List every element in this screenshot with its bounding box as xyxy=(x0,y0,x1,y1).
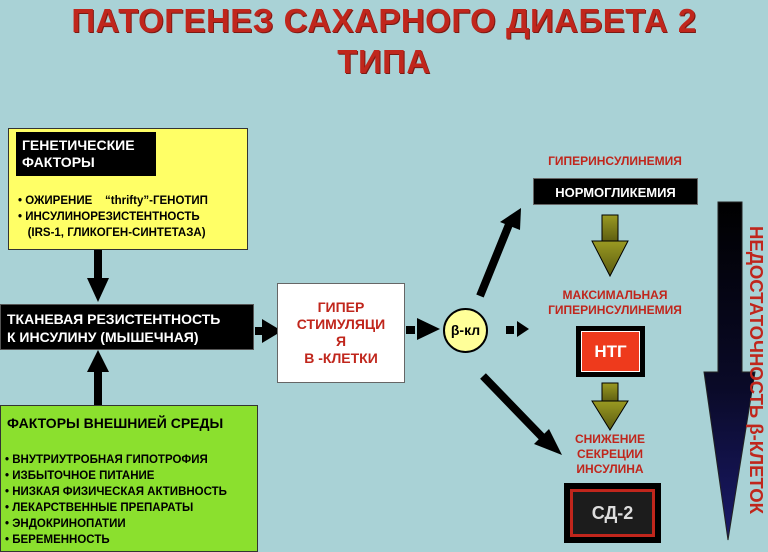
hyperstim-line3: Я xyxy=(335,333,347,349)
genetic-header-line1: ГЕНЕТИЧЕСКИЕ xyxy=(22,137,135,153)
arrow-tissue-to-hyperstim xyxy=(255,319,282,343)
beta-cell-failure-text: НЕДОСТАТОЧНОСТЬ β-КЛЕТОК xyxy=(746,226,767,514)
genetic-factors-list: • ОЖИРЕНИЕ “thrifty”-ГЕНОТИП • ИНСУЛИНОР… xyxy=(18,193,208,241)
genetic-factors-box: ГЕНЕТИЧЕСКИЕ ФАКТОРЫ • ОЖИРЕНИЕ “thrifty… xyxy=(8,128,248,250)
hyperstim-line4: В -КЛЕТКИ xyxy=(304,350,378,366)
list-item: • ИЗБЫТОЧНОЕ ПИТАНИЕ xyxy=(5,470,155,482)
list-item: • БЕРЕМЕННОСТЬ xyxy=(5,534,110,546)
list-item: • ВНУТРИУТРОБНАЯ ГИПОТРОФИЯ xyxy=(5,454,208,466)
hyperstim-line1: ГИПЕР xyxy=(317,299,365,315)
list-item: • ИНСУЛИНОРЕЗИСТЕНТНОСТЬ xyxy=(18,211,200,223)
list-item: • ЭНДОКРИНОПАТИИ xyxy=(5,518,126,530)
list-item: • ОЖИРЕНИЕ “thrifty”-ГЕНОТИП xyxy=(18,195,208,207)
ntg-label: НТГ xyxy=(594,342,627,361)
hyperstim-line2: СТИМУЛЯЦИ xyxy=(296,316,386,332)
list-item: • ЛЕКАРСТВЕННЫЕ ПРЕПАРАТЫ xyxy=(5,502,194,514)
environment-factors-box: ФАКТОРЫ ВНЕШНИЕЙ СРЕДЫ • ВНУТРИУТРОБНАЯ … xyxy=(0,405,258,552)
secretion-line3: ИНСУЛИНА xyxy=(576,462,644,476)
sd2-inner: СД-2 xyxy=(570,489,655,537)
max-hyperinsulinemia-label: МАКСИМАЛЬНАЯ ГИПЕРИНСУЛИНЕМИЯ xyxy=(530,288,700,318)
list-item: • НИЗКАЯ ФИЗИЧЕСКАЯ АКТИВНОСТЬ xyxy=(5,486,227,498)
max-hyper-line1: МАКСИМАЛЬНАЯ xyxy=(562,288,668,302)
sd2-box: СД-2 xyxy=(564,483,661,543)
environment-header: ФАКТОРЫ ВНЕШНИЕЙ СРЕДЫ xyxy=(7,415,224,431)
arrow-hyperstim-to-beta xyxy=(406,318,440,340)
environment-factors-list: • ВНУТРИУТРОБНАЯ ГИПОТРОФИЯ • ИЗБЫТОЧНОЕ… xyxy=(5,452,227,548)
arrow-environment-to-tissue xyxy=(87,350,109,406)
tissue-resistance-box: ТКАНЕВАЯ РЕЗИСТЕНТНОСТЬ К ИНСУЛИНУ (МЫШЕ… xyxy=(0,304,254,350)
secretion-decrease-label: СНИЖЕНИЕ СЕКРЕЦИИ ИНСУЛИНА xyxy=(547,432,673,477)
page-title-line2: ТИПА xyxy=(337,43,431,80)
hyperinsulinemia-label: ГИПЕРИНСУЛИНЕМИЯ xyxy=(548,154,682,168)
arrow-normoglycemia-to-max xyxy=(591,214,629,278)
normoglycemia-label: НОРМОГЛИКЕМИЯ xyxy=(555,185,676,200)
hyperstimulation-box: ГИПЕР СТИМУЛЯЦИ Я В -КЛЕТКИ xyxy=(277,283,405,383)
secretion-line2: СЕКРЕЦИИ xyxy=(576,447,644,461)
arrow-beta-to-secretion xyxy=(480,373,562,455)
arrow-beta-to-normoglycemia xyxy=(476,208,521,298)
sd2-label: СД-2 xyxy=(591,503,634,523)
ntg-box: НТГ xyxy=(576,326,645,377)
max-hyper-line2: ГИПЕРИНСУЛИНЕМИЯ xyxy=(548,303,682,317)
arrow-beta-dashed xyxy=(506,321,529,337)
ntg-inner: НТГ xyxy=(581,331,640,372)
tissue-line1: ТКАНЕВАЯ РЕЗИСТЕНТНОСТЬ xyxy=(7,311,221,327)
page-title-line1: ПАТОГЕНЕЗ САХАРНОГО ДИАБЕТА 2 xyxy=(71,2,697,39)
secretion-line1: СНИЖЕНИЕ xyxy=(574,432,646,446)
list-item: (IRS-1, ГЛИКОГЕН-СИНТЕТАЗА) xyxy=(18,227,206,239)
arrow-genetic-to-tissue xyxy=(87,250,109,302)
normoglycemia-box: НОРМОГЛИКЕМИЯ xyxy=(533,178,698,205)
genetic-factors-header: ГЕНЕТИЧЕСКИЕ ФАКТОРЫ xyxy=(16,132,156,176)
genetic-header-line2: ФАКТОРЫ xyxy=(22,154,95,170)
beta-cell-circle: β-кл xyxy=(443,308,488,353)
beta-cell-failure-label: НЕДОСТАТОЧНОСТЬ β-КЛЕТОК xyxy=(744,188,768,552)
beta-cell-label: β-кл xyxy=(450,322,481,338)
arrow-ntg-to-secretion xyxy=(591,382,629,431)
tissue-line2: К ИНСУЛИНУ (МЫШЕЧНАЯ) xyxy=(7,329,199,345)
beta-cell-failure-arrow xyxy=(703,201,756,541)
